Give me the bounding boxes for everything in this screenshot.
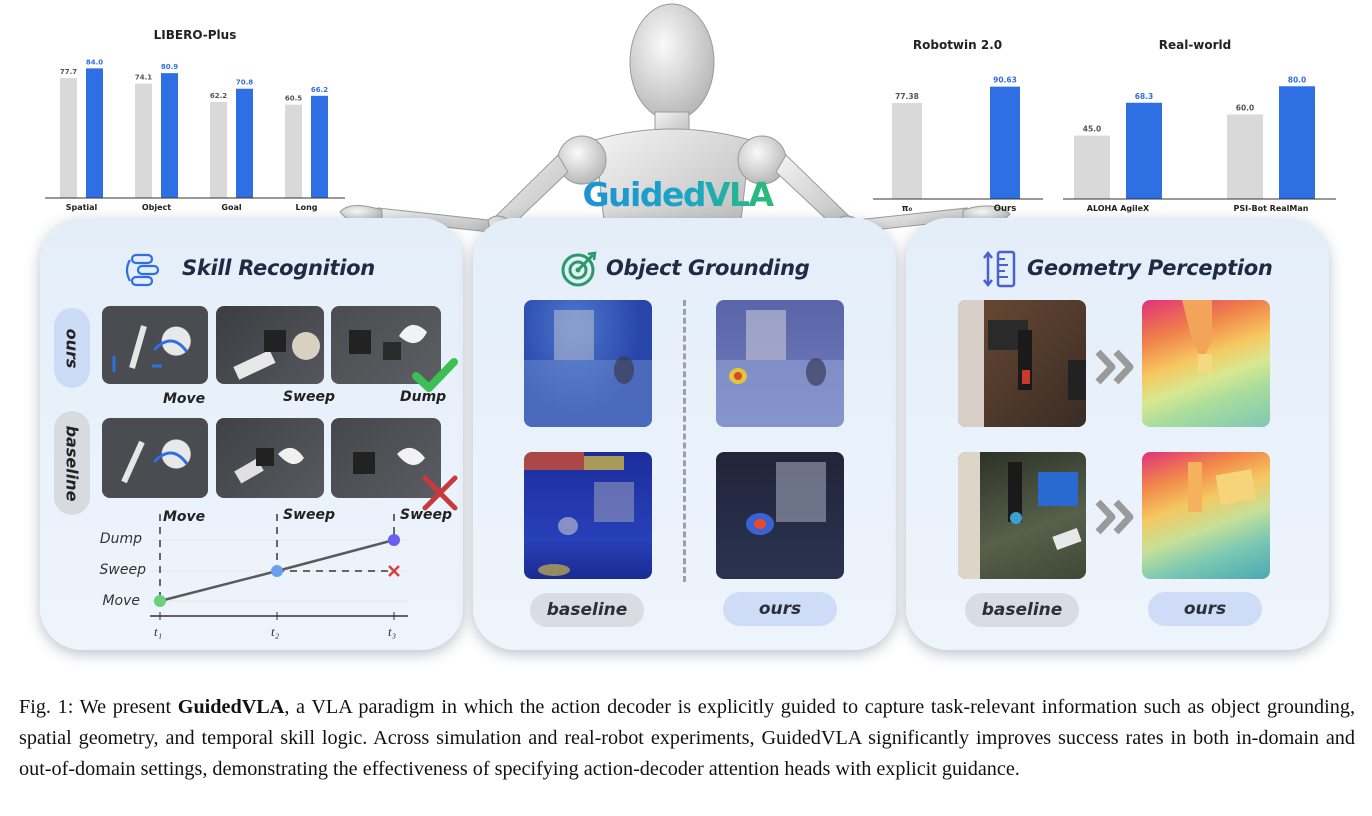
realworld-value-label-0-1: 68.3 xyxy=(1135,92,1154,101)
libero-value-label-0-1: 84.0 xyxy=(86,58,103,66)
realworld-value-label-1-1: 80.0 xyxy=(1288,75,1307,84)
object-grounding-title: Object Grounding xyxy=(606,256,810,280)
ours-label-sweep: Sweep xyxy=(283,389,336,405)
chart-title-robotwin: Robotwin 2.0 xyxy=(912,38,1003,52)
geometry-ours-pill: ours xyxy=(1148,592,1262,626)
ours-depth-map-1 xyxy=(1142,300,1270,427)
libero-bar-3-1 xyxy=(311,95,328,198)
xtick-t2: t₂ xyxy=(271,624,280,639)
libero-bar-3-0 xyxy=(285,104,302,198)
ylevel-move: Move xyxy=(102,593,140,609)
skill-cycle-icon xyxy=(125,253,160,287)
realworld-bar-0-1 xyxy=(1126,102,1162,199)
baseline-label-sweep-2: Sweep xyxy=(400,507,453,523)
ours-label-dump: Dump xyxy=(400,389,447,405)
ours-frame-move xyxy=(102,306,208,384)
libero-value-label-1-1: 80.9 xyxy=(161,63,178,71)
robot-illustration xyxy=(339,3,1011,245)
guidedvla-logo: GuidedVLA xyxy=(570,175,785,214)
xtick-t3: t₃ xyxy=(388,624,397,639)
xtick-t1: t₁ xyxy=(154,624,163,639)
skill-transition-plot xyxy=(150,514,408,620)
libero-value-label-3-1: 66.2 xyxy=(311,86,328,94)
ours-frame-dump xyxy=(331,306,441,384)
libero-tick-3: Long xyxy=(295,203,317,212)
skill-recognition-title: Skill Recognition xyxy=(182,256,375,280)
skill-point-sweep xyxy=(271,565,283,577)
libero-bar-1-0 xyxy=(135,83,152,198)
check-icon xyxy=(412,358,458,392)
baseline-label-move: Move xyxy=(163,509,206,525)
libero-tick-2: Goal xyxy=(221,203,241,212)
realworld-tick-0: ALOHA AgileX xyxy=(1087,204,1150,213)
ours-attention-map-1 xyxy=(716,300,844,427)
robotwin-bar-0 xyxy=(892,103,922,199)
arrow-icon-1 xyxy=(1095,349,1134,385)
realworld-bar-1-1 xyxy=(1279,86,1315,199)
skill-point-dump xyxy=(388,534,400,546)
robotwin-tick-0: π₀ xyxy=(902,204,913,214)
ours-frame-sweep xyxy=(216,306,324,384)
realworld-value-label-0-0: 45.0 xyxy=(1083,125,1102,134)
ylevel-dump: Dump xyxy=(99,531,142,547)
caption-prefix: Fig. 1: We present xyxy=(19,696,178,718)
chart-title-libero: LIBERO-Plus xyxy=(153,28,237,42)
libero-value-label-3-0: 60.5 xyxy=(285,95,302,103)
libero-bar-0-1 xyxy=(86,68,103,198)
ours-depth-map-2 xyxy=(1142,452,1270,579)
grounding-divider xyxy=(683,300,686,582)
baseline-rgb-frame-2 xyxy=(958,452,1086,579)
row-label-ours: ours xyxy=(54,308,90,388)
realworld-bar-0-0 xyxy=(1074,135,1110,199)
caption-rest: , a VLA paradigm in which the action dec… xyxy=(19,696,1355,780)
geometry-perception-title: Geometry Perception xyxy=(1027,256,1273,280)
target-icon xyxy=(561,251,597,287)
ylevel-sweep: Sweep xyxy=(99,562,146,578)
ruler-icon xyxy=(983,250,1016,288)
baseline-rgb-frame-1 xyxy=(958,300,1086,427)
baseline-frame-move xyxy=(102,418,208,498)
realworld-tick-1: PSI-Bot RealMan xyxy=(1234,204,1309,213)
robotwin-value-label-1: 90.63 xyxy=(993,76,1017,85)
libero-bar-1-1 xyxy=(161,73,178,198)
baseline-label-sweep: Sweep xyxy=(283,507,336,523)
libero-value-label-2-1: 70.8 xyxy=(236,79,253,87)
libero-tick-0: Spatial xyxy=(66,203,98,212)
robotwin-tick-1: Ours xyxy=(994,204,1017,214)
ours-attention-map-2 xyxy=(716,452,844,579)
chart-title-realworld: Real-world xyxy=(1158,38,1232,52)
realworld-value-label-1-0: 60.0 xyxy=(1236,103,1255,112)
arrow-icon-2 xyxy=(1095,499,1134,535)
robotwin-bar-1 xyxy=(990,86,1020,199)
ours-label-move: Move xyxy=(163,391,206,407)
robotwin-value-label-0: 77.38 xyxy=(895,92,919,101)
skill-point-move xyxy=(154,595,166,607)
libero-bar-2-1 xyxy=(236,88,253,198)
libero-value-label-1-0: 74.1 xyxy=(135,74,152,82)
baseline-frame-sweep xyxy=(216,418,324,498)
caption-bold: GuidedVLA xyxy=(177,696,285,718)
baseline-frame-sweep-2 xyxy=(331,418,441,498)
geometry-baseline-pill: baseline xyxy=(965,593,1079,627)
figure-caption: Fig. 1: We present GuidedVLA, a VLA para… xyxy=(19,692,1355,785)
baseline-attention-map-2 xyxy=(524,452,652,579)
cross-icon xyxy=(422,475,458,511)
row-label-baseline: baseline xyxy=(54,411,90,515)
grounding-baseline-pill: baseline xyxy=(530,593,644,627)
libero-bar-0-0 xyxy=(60,78,77,198)
realworld-bar-1-0 xyxy=(1227,114,1263,199)
libero-value-label-0-0: 77.7 xyxy=(60,68,77,76)
libero-bar-2-0 xyxy=(210,101,227,198)
grounding-ours-pill: ours xyxy=(723,592,837,626)
libero-tick-1: Object xyxy=(142,203,171,212)
baseline-attention-map-1 xyxy=(524,300,652,427)
libero-value-label-2-0: 62.2 xyxy=(210,92,227,100)
panel-geometry-perception xyxy=(906,218,1329,650)
